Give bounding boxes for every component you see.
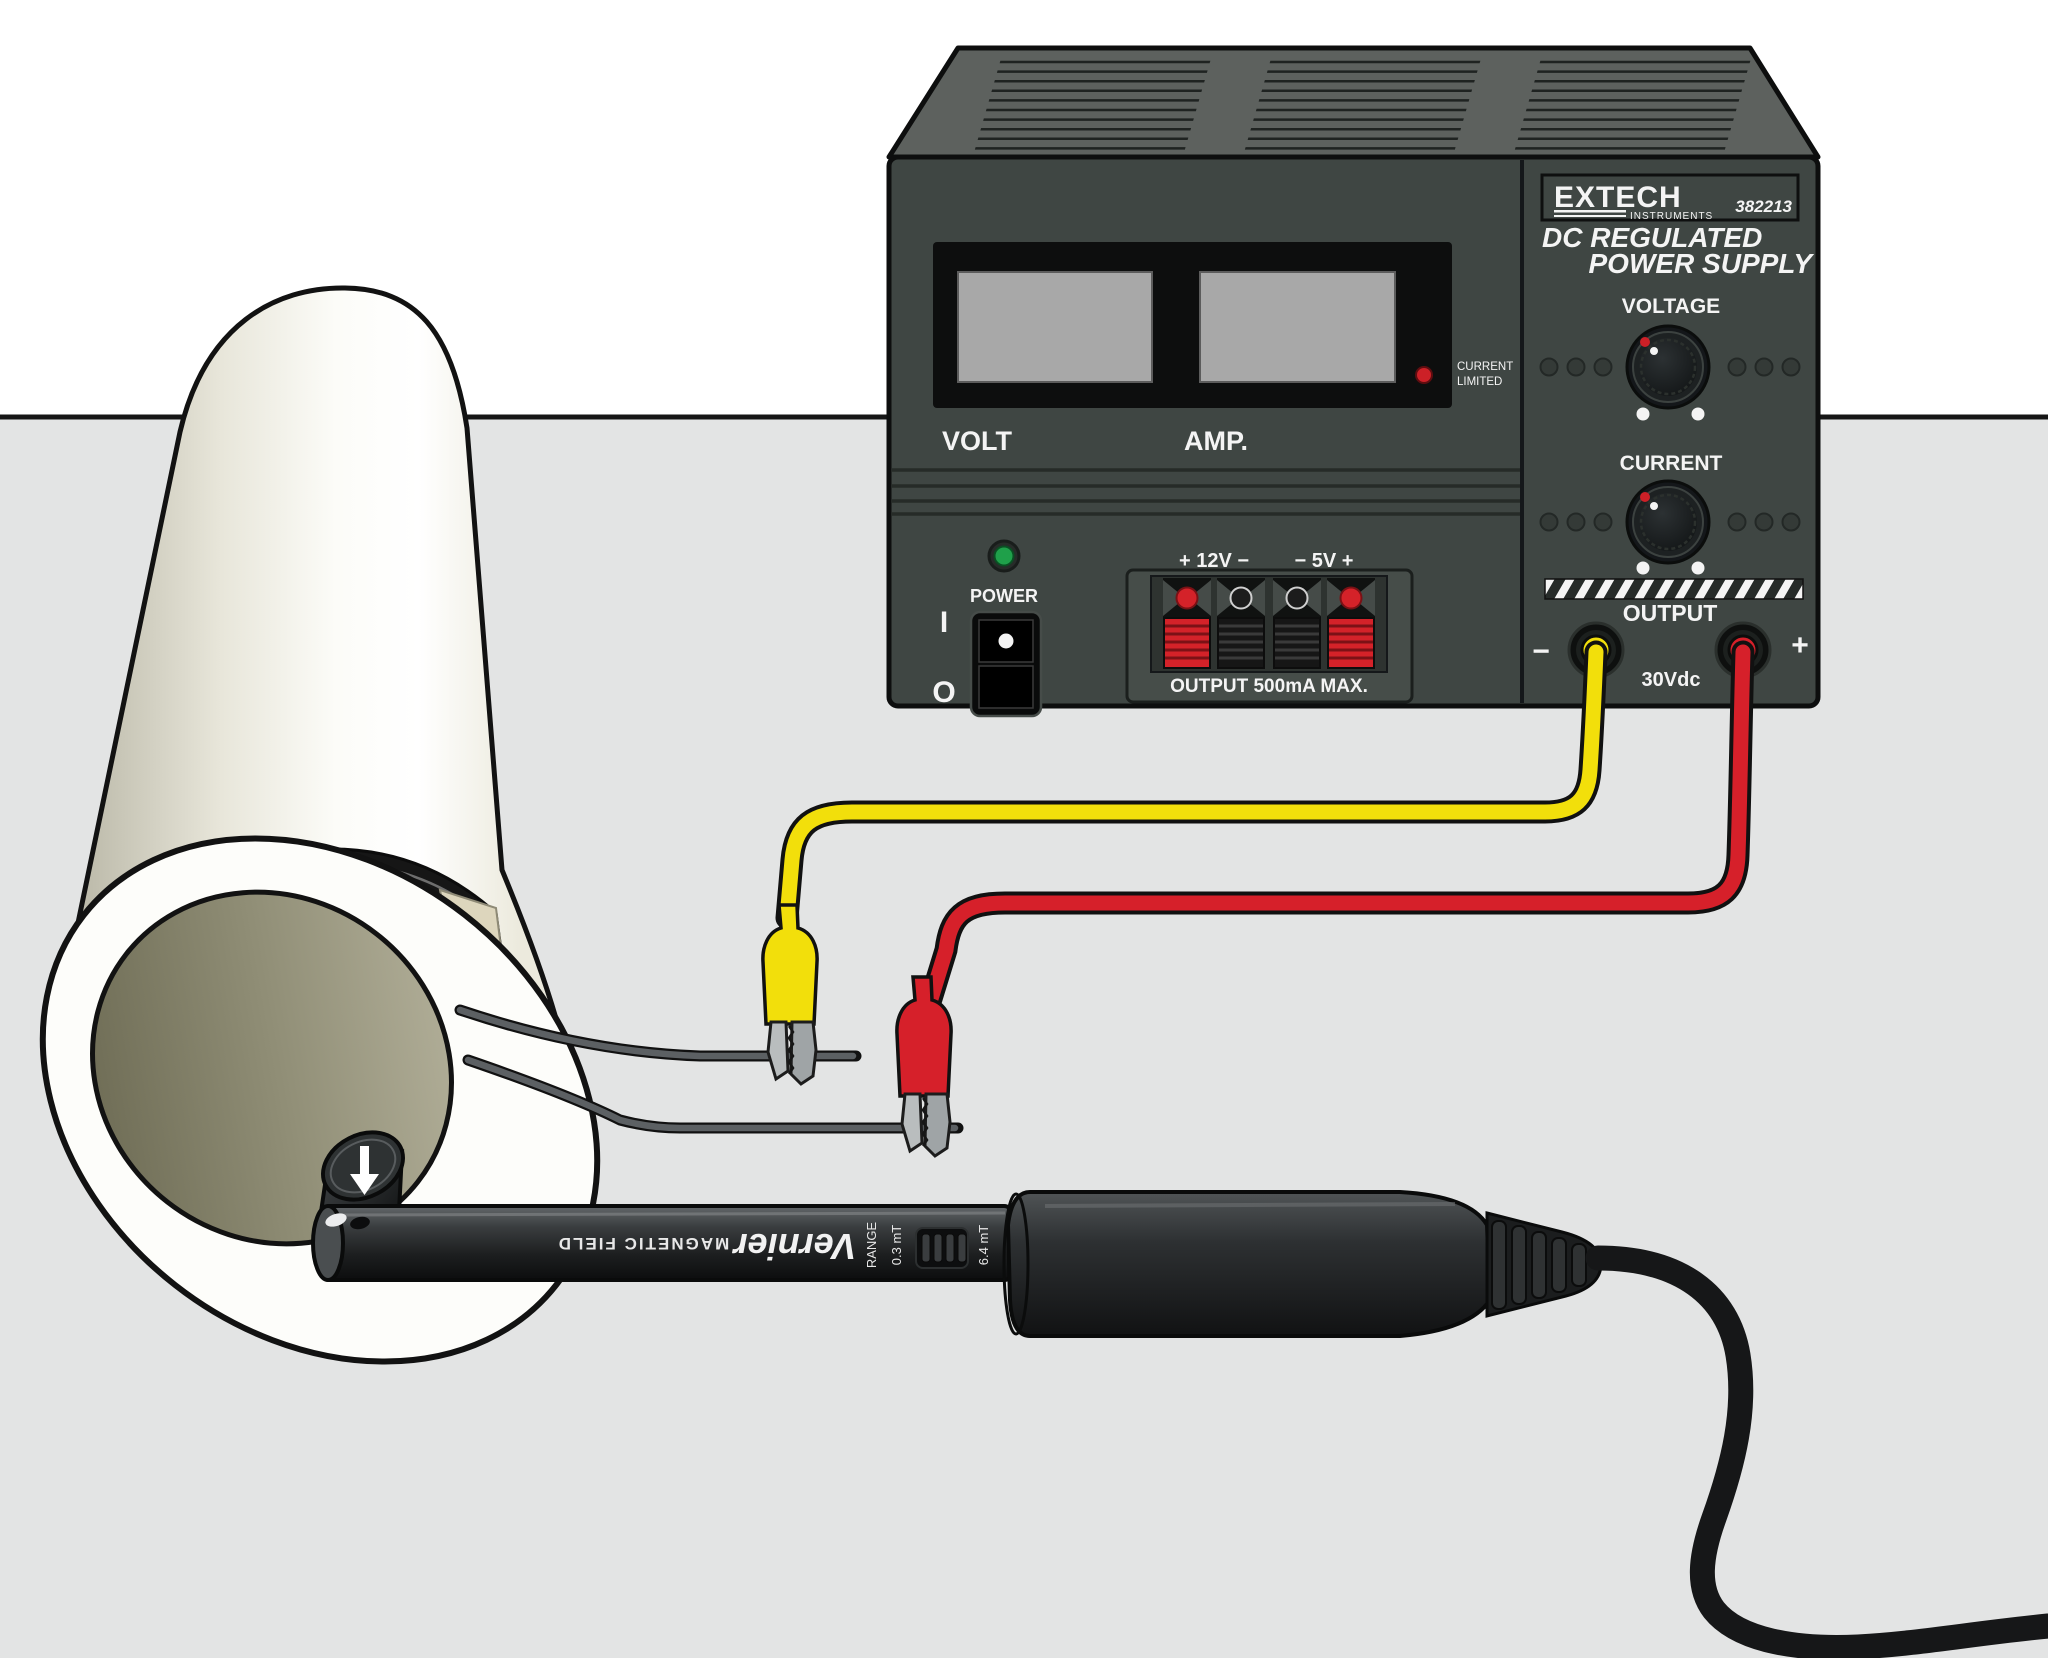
power-led [993,545,1015,567]
power-label: POWER [970,586,1038,606]
switch-off-symbol: O [932,676,955,709]
terminal-12v-pos[interactable] [1163,578,1211,669]
current-knob-screws [1539,512,1801,532]
switch-on-symbol: I [940,606,948,639]
power-supply-top [886,45,1821,160]
hatch-stripe [1544,578,1804,600]
clip-serration [787,1025,795,1075]
volt-label: VOLT [942,426,1012,456]
current-limited-led [1415,366,1433,384]
clip-jaw [789,1020,818,1086]
output-label: OUTPUT [1623,600,1718,626]
title-line1: DC REGULATED [1542,222,1762,253]
probe-handle[interactable] [1002,1190,1493,1338]
probe-sensor-label: MAGNETIC FIELD [557,1234,730,1253]
coil-lead-wires [454,1004,964,1134]
power-switch[interactable] [969,610,1043,718]
probe-range-label: RANGE [864,1222,879,1269]
current-knob[interactable] [1625,479,1711,565]
red-lead [918,640,1755,1014]
panel-grooves [891,468,1520,516]
volt-display [957,271,1153,383]
voltage-knob-screws [1539,357,1801,377]
current-dot-left [1636,561,1650,575]
voltage-dot-left [1636,407,1650,421]
yellow-alligator-clip[interactable] [761,903,819,1086]
voltage-knob[interactable] [1625,324,1711,410]
amp-display [1199,271,1396,383]
current-limited-label-1: CURRENT [1457,361,1513,373]
terminal-5v-pos[interactable] [1327,578,1375,669]
probe-range-high: 6.4 mT [976,1225,991,1266]
terminal-block [1125,568,1414,704]
voltage-dot-right [1691,407,1705,421]
current-limited-label-2: LIMITED [1457,376,1502,388]
field-direction-arrow-icon [350,1146,379,1195]
power-supply: CURRENT LIMITED VOLT AMP. EXTECH INSTRUM… [886,45,1821,718]
clip-jaw [900,1092,924,1154]
terminals-caption: OUTPUT 500mA MAX. [1170,676,1368,697]
title-line2: POWER SUPPLY [1588,248,1814,279]
brand-sub: INSTRUMENTS [1630,211,1713,222]
model-number: 382213 [1735,197,1792,216]
strain-relief [1485,1211,1603,1318]
brand-block: EXTECH INSTRUMENTS 382213 [1540,173,1800,222]
terminals-5v-label: − 5V + [1295,550,1354,572]
red-alligator-clip[interactable] [895,975,953,1158]
current-knob-pointer [1640,492,1650,502]
output-pos-symbol: + [1791,629,1809,662]
voltage-knob-label: VOLTAGE [1622,295,1720,318]
terminal-5v-neg[interactable] [1273,578,1321,669]
probe-range-low: 0.3 mT [889,1225,904,1266]
magnetic-field-probe[interactable]: Vernier MAGNETIC FIELD RANGE 0.3 mT 6.4 … [311,1119,2048,1658]
current-dot-right [1691,561,1705,575]
terminals-12v-label: + 12V − [1179,550,1249,572]
sensor-tip [318,1130,405,1221]
brand-name: EXTECH [1554,181,1682,214]
probe-cable [1585,1245,2048,1658]
clip-serration [921,1097,929,1147]
output-neg-symbol: − [1532,635,1550,668]
current-knob-label: CURRENT [1620,452,1723,475]
amp-label: AMP. [1184,426,1248,456]
output-rating: 30Vdc [1642,669,1701,691]
clip-jaw [766,1020,790,1082]
yellow-lead [775,640,1608,930]
probe-brand: Vernier [732,1226,857,1267]
voltage-knob-pointer [1640,337,1650,347]
terminal-12v-neg[interactable] [1217,578,1265,669]
range-switch[interactable] [915,1227,969,1269]
clip-jaw [923,1092,952,1158]
